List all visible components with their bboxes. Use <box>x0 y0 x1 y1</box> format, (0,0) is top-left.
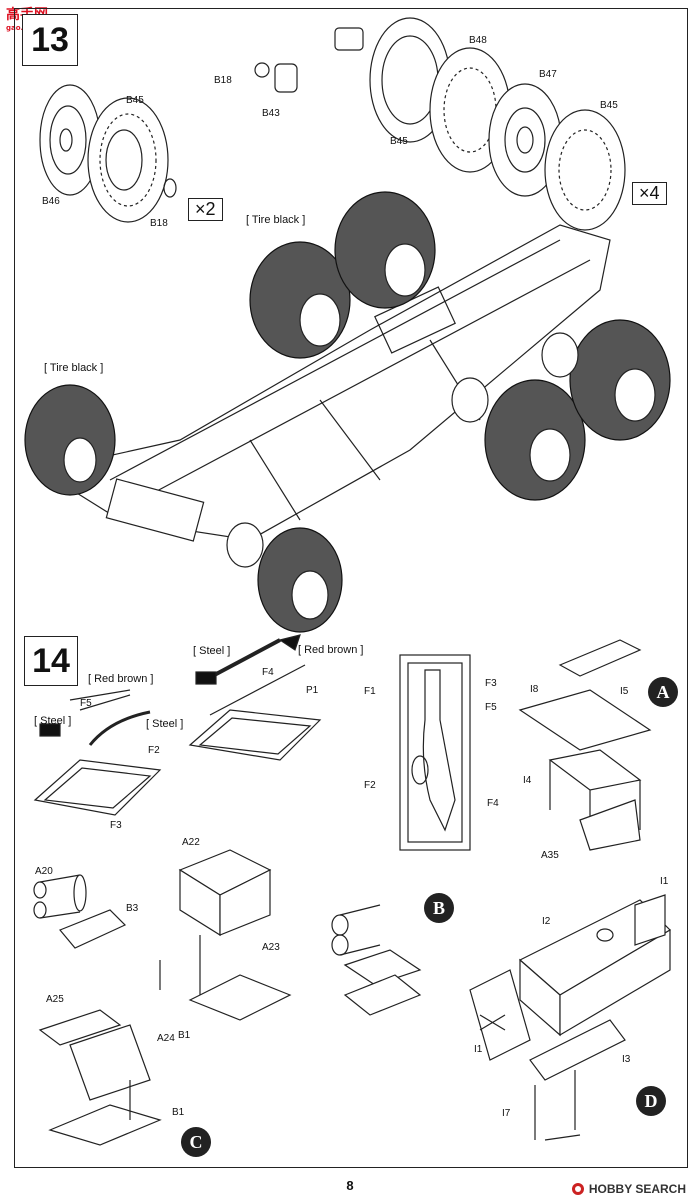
mounted-hubs <box>63 243 656 620</box>
label-i1: I1 <box>660 876 669 887</box>
footer-brand-text: HOBBY SEARCH <box>588 1182 686 1196</box>
tire-b45-right <box>544 109 626 231</box>
label-b46: B46 <box>42 196 60 207</box>
note-steel: [ Steel ] <box>193 645 231 657</box>
label-b3: B3 <box>126 903 139 914</box>
label-i8: I8 <box>530 684 539 695</box>
label-a20: A20 <box>35 866 53 877</box>
label-a25: A25 <box>46 994 64 1005</box>
callout-b: B <box>424 893 454 923</box>
label-i4: I4 <box>523 775 532 786</box>
label-b43: B43 <box>262 108 280 119</box>
label-i2: I2 <box>542 916 551 927</box>
assembly-b <box>331 904 422 1016</box>
tool-box-topview <box>399 654 471 851</box>
label-b45: B45 <box>600 100 618 111</box>
label-i1: I1 <box>474 1044 483 1055</box>
note-steel: [ Steel ] <box>34 715 72 727</box>
label-i7: I7 <box>502 1108 511 1119</box>
label-i3: I3 <box>622 1054 631 1065</box>
label-f2: F2 <box>364 780 376 791</box>
hobbysearch-logo-icon <box>571 1183 584 1195</box>
note-tire-black: [ Tire black ] <box>44 362 104 374</box>
callout-d: D <box>636 1086 666 1116</box>
assembly-c <box>38 1009 162 1146</box>
note-red-brown: [ Red brown ] <box>298 644 364 656</box>
note-steel: [ Steel ] <box>146 718 184 730</box>
label-a23: A23 <box>262 942 280 953</box>
tool-tray-center <box>188 634 322 761</box>
step-14-number: 14 <box>24 636 78 686</box>
label-f1: F1 <box>364 686 376 697</box>
label-f4: F4 <box>262 667 274 678</box>
truck-chassis <box>39 224 611 542</box>
step-13-number: 13 <box>22 14 78 66</box>
part-b18-washer <box>163 178 177 198</box>
assembly-b3 <box>33 874 127 949</box>
assembly-a22 <box>159 849 292 1021</box>
part-b43-hub <box>274 63 298 93</box>
label-b18: B18 <box>214 75 232 86</box>
label-b45: B45 <box>390 136 408 147</box>
label-b47: B47 <box>539 69 557 80</box>
label-f3: F3 <box>485 678 497 689</box>
note-tire-black: [ Tire black ] <box>246 214 306 226</box>
label-f5: F5 <box>80 698 92 709</box>
tire-b45-left <box>87 97 169 223</box>
label-p1: P1 <box>306 685 319 696</box>
label-f2: F2 <box>148 745 160 756</box>
label-f5: F5 <box>485 702 497 713</box>
tool-tray-left <box>33 689 162 816</box>
callout-c: C <box>181 1127 211 1157</box>
label-f3: F3 <box>110 820 122 831</box>
note-red-brown: [ Red brown ] <box>88 673 154 685</box>
multiplier-x4: ×4 <box>632 182 667 205</box>
part-b18-small <box>254 62 270 78</box>
wheel-b47 <box>488 83 562 197</box>
label-b45: B45 <box>126 95 144 106</box>
callout-a: A <box>648 677 678 707</box>
axle-stub <box>334 27 364 51</box>
label-a24: A24 <box>157 1033 175 1044</box>
label-a22: A22 <box>182 837 200 848</box>
label-b48: B48 <box>469 35 487 46</box>
footer-brand: HOBBY SEARCH <box>571 1182 686 1196</box>
instruction-frame <box>14 8 688 1168</box>
assembly-d <box>469 894 671 1141</box>
label-b1: B1 <box>178 1030 191 1041</box>
label-b1: B1 <box>172 1107 185 1118</box>
page-number: 8 <box>346 1178 354 1193</box>
label-b18: B18 <box>150 218 168 229</box>
label-a35: A35 <box>541 850 559 861</box>
label-f4: F4 <box>487 798 499 809</box>
multiplier-x2: ×2 <box>188 198 223 221</box>
assembly-a <box>518 639 652 851</box>
label-i5: I5 <box>620 686 629 697</box>
